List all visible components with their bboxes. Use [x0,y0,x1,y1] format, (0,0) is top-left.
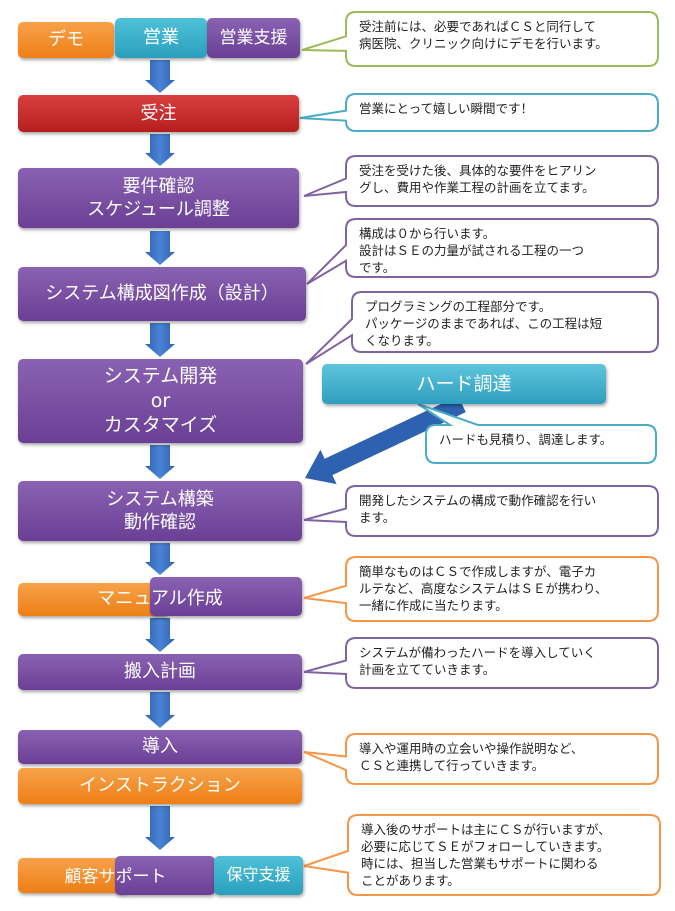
down-arrow-9 [145,806,175,850]
step-support-cs-part [18,858,128,893]
note-hardware: ハードも見積り、調達します。 [439,432,613,447]
step-sales-support: 営業支援 [207,18,300,58]
down-arrow-2 [145,134,175,166]
note-manual: 簡単なものはＣＳで作成しますが、電子カ ルテなど、高度なシステムはＳＥが携わり、… [359,564,608,613]
step-maintenance: 保守支援 [214,856,303,895]
step-order: 受注 [18,95,299,132]
callout-bubble-develop [305,291,659,365]
note-demo: 受注前には、必要であればＣＳと同行して 病医院、クリニック向けにデモを行います。 [359,19,608,51]
down-arrow-4 [145,323,175,357]
callout-bubble-requirements [303,155,659,207]
step-support-sales-part [115,856,215,895]
step-sales: 営業 [115,18,207,58]
note-order: 営業にとって嬉しい瞬間です！ [359,101,534,116]
callout-bubble-demo [301,11,659,67]
step-install: 導入 [18,730,302,764]
note-design: 構成は０から行います。 設計はＳＥの力量が試される工程の一つ です。 [359,226,585,275]
down-arrow-1 [145,60,175,93]
step-develop: システム開発 or カスタマイズ [18,359,303,443]
hardware-to-build-arrow [305,395,466,485]
step-support-label: 顧客サポート [64,867,167,887]
step-hardware: ハード調達 [322,364,606,404]
callout-bubble-order [299,93,659,132]
callout-bubble-build [303,485,659,537]
step-plan: 搬入計画 [18,654,302,690]
callout-bubble-support [303,814,661,896]
step-manual-cs-part [18,583,168,616]
note-build: 開発したシステムの構成で動作確認を行い ます。 [359,493,597,525]
callout-bubble-install [303,733,659,785]
callout-bubble-plan [303,637,659,689]
down-arrow-5 [145,445,175,479]
step-build: システム構築 動作確認 [18,481,302,541]
down-arrow-3 [145,231,175,265]
callout-bubble-manual [303,556,659,622]
flow-arrows [145,60,466,850]
step-demo: デモ [18,22,114,58]
step-design: システム構成図作成（設計） [18,267,306,321]
step-manual-se-part [150,577,302,616]
note-requirements: 受注を受けた後、具体的な要件をヒアリン グし、費用や作業工程の計画を立てます。 [359,163,597,195]
down-arrow-6 [145,543,175,575]
down-arrow-7 [145,618,175,652]
step-requirements: 要件確認 スケジュール調整 [18,168,299,228]
callout-bubble-design [306,218,659,285]
step-instruction: インストラクション [18,768,302,804]
note-install: 導入や運用時の立会いや操作説明など、 ＣＳと連携して行っていきます。 [359,741,584,773]
callouts [299,11,661,896]
down-arrow-8 [145,692,175,728]
note-support: 導入後のサポートは主にＣＳが行いますが、 必要に応じてＳＥがフォローしていきます… [361,822,611,888]
step-manual-label: マニュアル作成 [97,587,223,609]
note-develop: プログラミングの工程部分です。 パッケージのままであれば、この工程は短 くなりま… [365,299,603,348]
note-plan: システムが備わったハードを導入していく 計画を立てていきます。 [359,645,596,677]
callout-bubble-hardware [417,403,657,464]
